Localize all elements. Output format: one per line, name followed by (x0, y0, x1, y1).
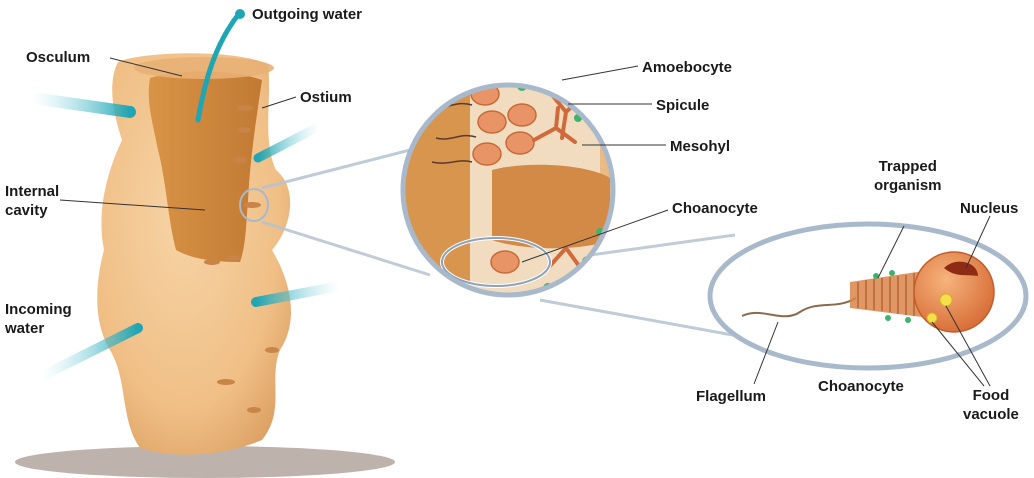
label-incoming-water: Incoming water (5, 300, 72, 338)
label-nucleus: Nucleus (960, 199, 1018, 218)
osculum-rim (134, 57, 274, 79)
label-flagellum: Flagellum (696, 387, 766, 406)
label-ostium: Ostium (300, 88, 352, 107)
label-mesohyl: Mesohyl (670, 137, 730, 156)
label-outgoing-water: Outgoing water (252, 5, 362, 24)
label-internal-cavity: Internal cavity (5, 182, 59, 220)
label-amoebocyte: Amoebocyte (642, 58, 732, 77)
choanocyte-detail-oval (710, 224, 1026, 368)
label-trapped-organism: Trapped organism (874, 157, 942, 195)
label-choanocyte-inset: Choanocyte (672, 199, 758, 218)
label-spicule: Spicule (656, 96, 709, 115)
label-osculum: Osculum (26, 48, 90, 67)
label-choanocyte-title: Choanocyte (818, 377, 904, 396)
label-food-vacuole: Food vacuole (963, 386, 1019, 424)
